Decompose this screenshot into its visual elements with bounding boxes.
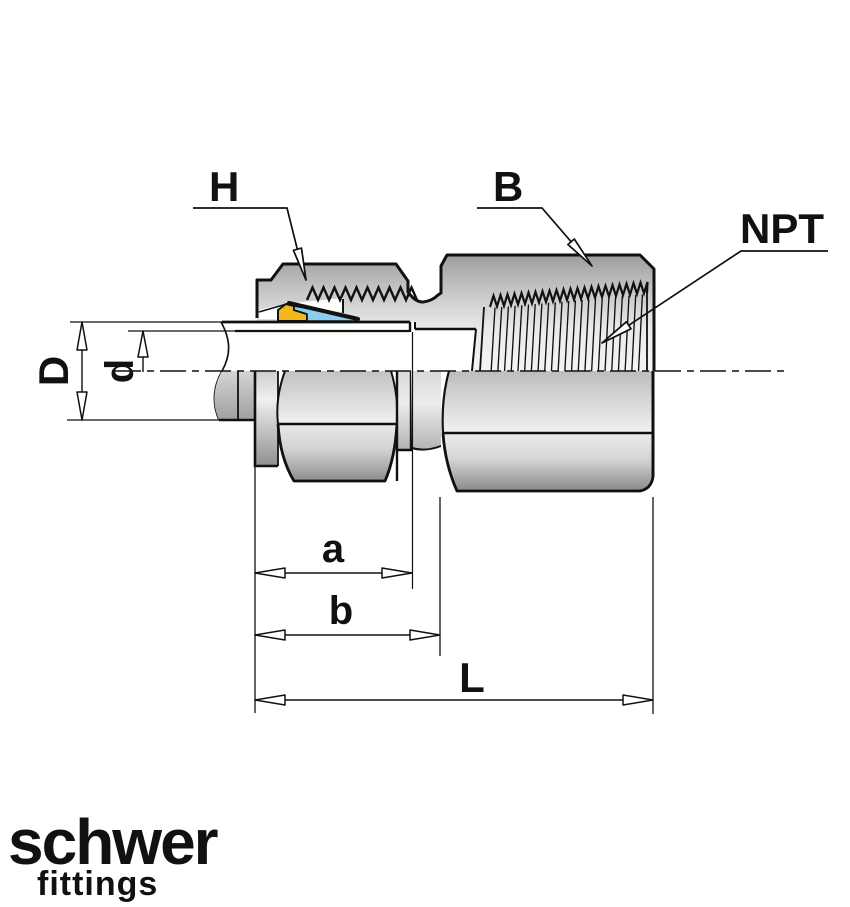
arrow-L-left <box>254 694 286 706</box>
logo-brand-text: schwer <box>8 806 218 878</box>
thread-line <box>305 284 419 303</box>
callout-label-body-hex: B <box>493 163 523 210</box>
thread-line <box>604 297 610 374</box>
arrow-d-up <box>137 330 149 358</box>
thread-line <box>550 302 556 374</box>
nut-hex-left-edge <box>276 370 286 425</box>
tube <box>67 320 412 421</box>
dim-label-b: b <box>329 589 353 633</box>
thread-line <box>557 301 563 374</box>
nut-hex-upper <box>277 371 398 424</box>
leader-B <box>477 207 587 260</box>
thread-line <box>523 304 530 374</box>
nut-pocket-2 <box>283 298 343 312</box>
dim-label-L: L <box>459 654 485 701</box>
thread-line <box>564 300 570 374</box>
thread-line <box>543 302 550 374</box>
section-view-upper <box>255 253 656 374</box>
body-hex-lower <box>443 433 653 491</box>
leader-NPT-arrow <box>601 320 632 344</box>
nut-collar <box>255 371 278 466</box>
nut-nose-outline <box>397 371 413 452</box>
brand-logo: schwer fittings <box>8 806 220 903</box>
thread-line <box>503 306 510 374</box>
thread-line <box>577 299 583 374</box>
leader-B-arrow <box>567 238 593 267</box>
arrow-D-up <box>76 321 88 351</box>
ferrule-seat-line <box>287 301 360 321</box>
thread-entry-line <box>479 306 485 372</box>
body-hex-lower-outline <box>441 432 655 493</box>
body-hex-left-edge <box>441 370 451 434</box>
nut-hex-lower <box>278 424 397 481</box>
neck-bottom <box>411 445 442 451</box>
thread-line <box>597 297 603 374</box>
thread-line <box>637 294 644 374</box>
thread-line <box>584 299 590 374</box>
thread-line <box>490 307 496 374</box>
callout-leaders <box>193 207 828 344</box>
thread-line <box>624 295 630 374</box>
fitting-section-outline <box>255 253 656 371</box>
arrow-b-left <box>254 629 286 641</box>
dimension-lines <box>76 321 654 714</box>
dim-label-D: D <box>30 356 77 386</box>
nut-nose <box>397 371 411 450</box>
thread-line <box>517 305 523 374</box>
logo-tagline-text: fittings <box>37 865 158 903</box>
thread-line <box>631 294 637 374</box>
callout-label-nut: H <box>209 163 239 210</box>
arrow-a-left <box>254 567 286 579</box>
thread-line <box>510 305 516 374</box>
labels: H B NPT D d a b L <box>30 163 824 701</box>
bore-chamfer-line <box>471 328 477 372</box>
arrow-b-right <box>409 629 441 641</box>
arrow-a-right <box>381 567 413 579</box>
thread-line <box>570 300 577 374</box>
tube-stub-fill <box>214 371 255 420</box>
callout-label-thread: NPT <box>740 205 824 252</box>
fitting-section-fill <box>257 255 654 371</box>
external-view-lower <box>214 370 655 493</box>
thread-line <box>590 298 597 374</box>
arrow-L-right <box>622 694 654 706</box>
thread-line <box>537 303 543 374</box>
nut-hex-lower-outline <box>276 423 399 483</box>
thread-line <box>488 278 649 311</box>
dim-label-a: a <box>322 527 345 571</box>
dim-label-d: d <box>98 359 142 383</box>
leader-H <box>193 207 304 273</box>
arrow-D-down <box>76 391 88 421</box>
thread-line <box>530 303 536 374</box>
thread-line <box>497 306 503 374</box>
leader-NPT <box>610 250 828 338</box>
leader-H-arrow <box>292 247 307 281</box>
neck <box>411 371 441 450</box>
body-hex-upper <box>442 371 653 433</box>
